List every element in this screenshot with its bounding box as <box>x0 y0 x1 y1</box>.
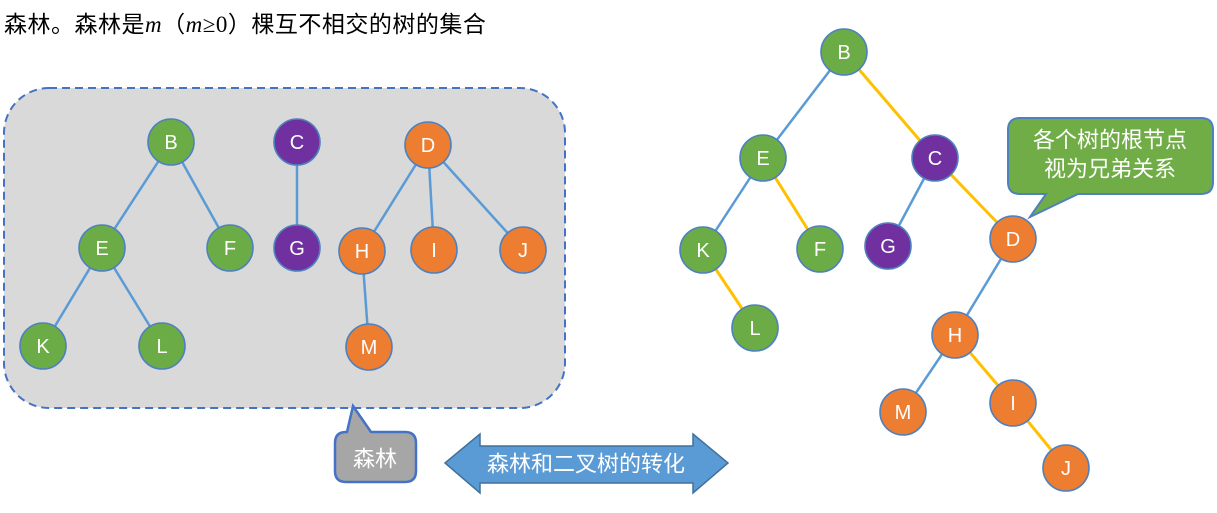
forest-node-H: H <box>338 227 386 275</box>
forest-label: 森林 <box>353 447 397 472</box>
forest-node-C: C <box>273 118 321 166</box>
binary-tree-nodes: B E C K F G D L H M I J <box>679 28 1090 492</box>
bt-node-label-C: C <box>928 148 942 170</box>
bt-node-label-L: L <box>749 318 760 340</box>
conversion-arrow <box>443 432 730 495</box>
forest-node-label-D: D <box>421 135 435 157</box>
bt-node-M: M <box>879 388 927 436</box>
bt-node-label-K: K <box>696 240 710 262</box>
bt-node-label-J: J <box>1061 458 1071 480</box>
title-rest: ≥0）棵互不相交的树的集合 <box>202 12 487 37</box>
forest-node-J: J <box>499 226 547 274</box>
forest-node-F: F <box>206 224 254 272</box>
forest-nodes: B E F K L C G D H I J M <box>19 118 547 371</box>
bt-node-L: L <box>731 304 779 352</box>
forest-node-M: M <box>345 323 393 371</box>
forest-node-G: G <box>273 224 321 272</box>
forest-node-label-K: K <box>36 336 50 358</box>
forest-node-D: D <box>404 121 452 169</box>
forest-node-K: K <box>19 322 67 370</box>
forest-node-B: B <box>147 118 195 166</box>
forest-node-label-E: E <box>95 238 108 260</box>
conversion-arrow-label: 森林和二叉树的转化 <box>487 452 685 477</box>
bt-node-F: F <box>796 225 844 273</box>
page-title: 森林。森林是m（m≥0）棵互不相交的树的集合 <box>4 5 486 39</box>
forest-node-L: L <box>138 322 186 370</box>
forest-node-I: I <box>410 226 458 274</box>
bt-node-label-D: D <box>1006 229 1020 251</box>
forest-node-label-B: B <box>164 132 177 154</box>
root-sibling-callout-line1: 各个树的根节点 <box>1033 128 1187 153</box>
forest-node-label-G: G <box>289 238 305 260</box>
bt-node-J: J <box>1042 444 1090 492</box>
forest-node-label-J: J <box>518 240 528 262</box>
bt-node-B: B <box>820 28 868 76</box>
title-paren: （ <box>162 12 186 37</box>
bt-node-K: K <box>679 226 727 274</box>
bt-node-label-M: M <box>895 402 912 424</box>
root-sibling-callout <box>1007 117 1214 220</box>
title-variable-m: m <box>145 12 163 37</box>
forest-node-E: E <box>78 224 126 272</box>
bt-node-G: G <box>864 222 912 270</box>
bt-node-C: C <box>911 134 959 182</box>
bt-node-label-G: G <box>880 236 896 258</box>
forest-node-label-I: I <box>431 240 437 262</box>
bt-node-H: H <box>931 311 979 359</box>
forest-node-label-M: M <box>361 337 378 359</box>
bt-node-label-H: H <box>948 325 962 347</box>
bt-node-label-B: B <box>837 42 850 64</box>
title-variable-m2: m <box>185 12 203 37</box>
forest-node-label-C: C <box>290 132 304 154</box>
title-text: 森林。森林是 <box>4 12 145 37</box>
bt-node-label-E: E <box>756 148 769 170</box>
bt-node-D: D <box>989 215 1037 263</box>
forest-node-label-L: L <box>156 336 167 358</box>
forest-node-label-H: H <box>355 241 369 263</box>
bt-node-E: E <box>739 134 787 182</box>
bt-node-I: I <box>989 379 1037 427</box>
forest-label-callout <box>333 402 418 484</box>
root-sibling-callout-line2: 视为兄弟关系 <box>1044 157 1176 182</box>
forest-node-label-F: F <box>224 238 236 260</box>
bt-node-label-I: I <box>1010 393 1016 415</box>
bt-node-label-F: F <box>814 239 826 261</box>
